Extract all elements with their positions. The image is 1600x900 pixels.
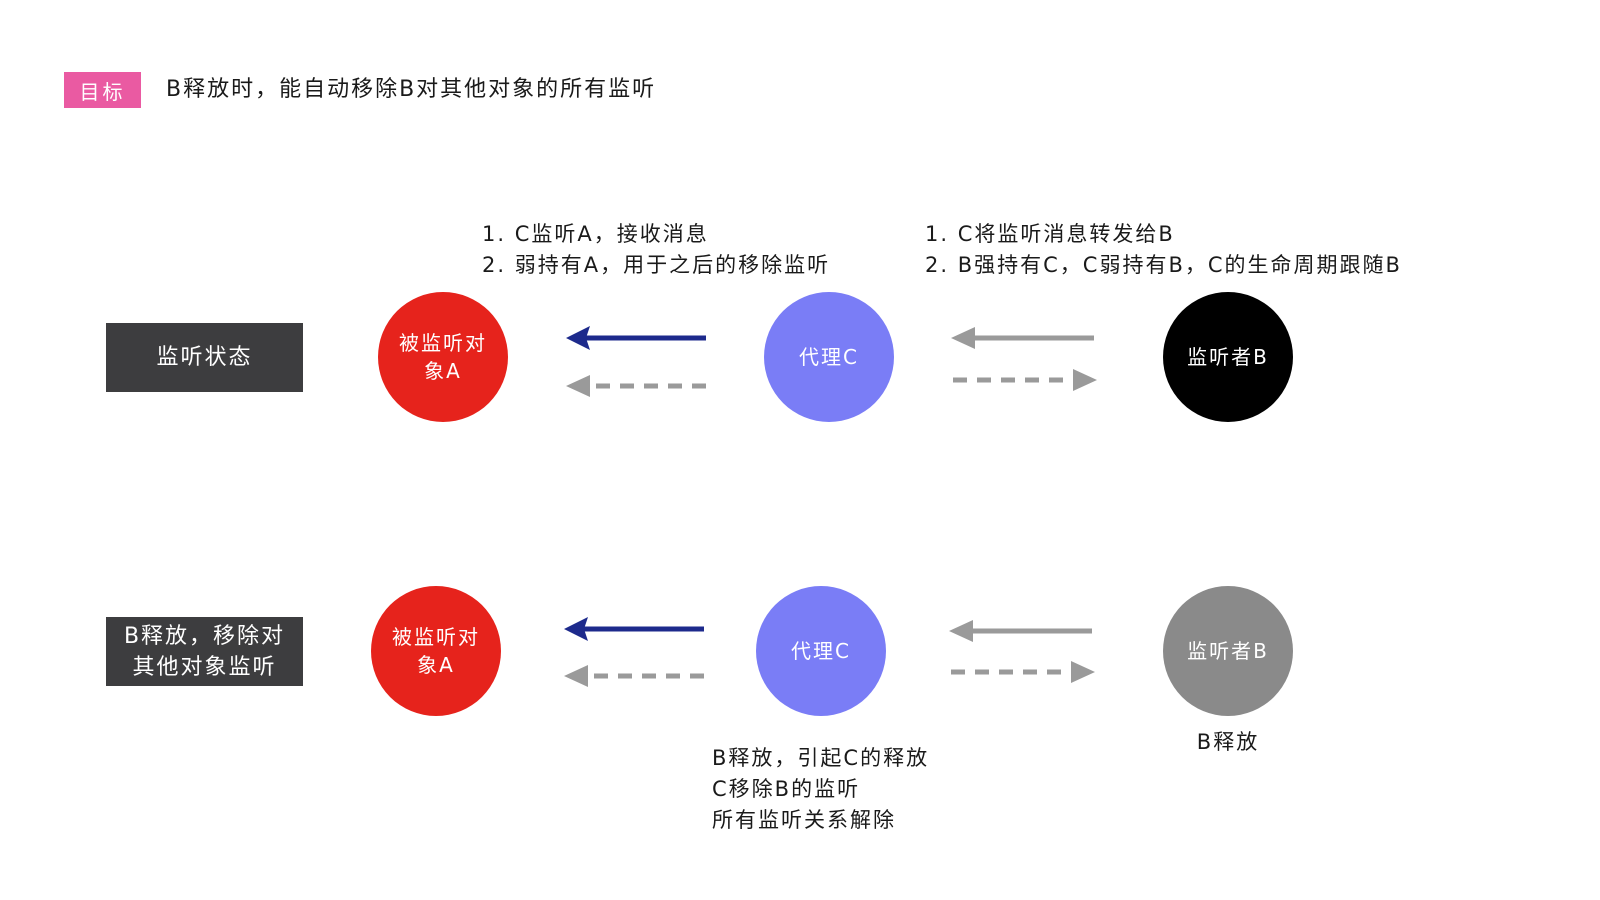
row2-arrow-c-weak-b — [951, 661, 1095, 683]
state-label-line: 监听状态 — [156, 345, 253, 370]
node-a-label: 被监听对象A — [399, 331, 487, 383]
row1-arrow-b-holds-c — [951, 327, 1094, 349]
row1-node-c: 代理C — [764, 292, 894, 422]
goal-text: B释放时，能自动移除B对其他对象的所有监听 — [166, 77, 657, 102]
goal-badge: 目标 — [64, 72, 141, 108]
node-a-label: 被监听对象A — [392, 625, 480, 677]
node-b-label: 监听者B — [1187, 345, 1269, 369]
note-line: 所有监听关系解除 — [712, 808, 896, 832]
note-proxy-to-a: 1. C监听A，接收消息 2. 弱持有A，用于之后的移除监听 — [482, 219, 830, 281]
note-b-to-proxy: 1. C将监听消息转发给B 2. B强持有C，C弱持有B，C的生命周期跟随B — [925, 219, 1402, 281]
row1-arrow-weak-ref-a — [566, 375, 706, 397]
row2-node-b-released: 监听者B — [1163, 586, 1293, 716]
note-release-effects: B释放，引起C的释放 C移除B的监听 所有监听关系解除 — [712, 743, 929, 836]
row2-node-a: 被监听对象A — [371, 586, 501, 716]
node-b-label: 监听者B — [1187, 639, 1269, 663]
note-line: 1. C将监听消息转发给B — [925, 222, 1175, 246]
note-line: 2. B强持有C，C弱持有B，C的生命周期跟随B — [925, 253, 1402, 277]
state-label-line: B释放，移除对 — [123, 623, 286, 649]
state-label-line: 其他对象监听 — [132, 654, 277, 680]
row2-arrow-b-holds-c — [949, 620, 1092, 642]
row2-arrow-c-listens-a — [564, 617, 704, 641]
node-c-label: 代理C — [791, 639, 851, 663]
note-line: C移除B的监听 — [712, 777, 861, 801]
row2-node-c: 代理C — [756, 586, 886, 716]
row1-node-a: 被监听对象A — [378, 292, 508, 422]
note-line: B释放，引起C的释放 — [712, 746, 930, 770]
b-released-label: B释放 — [1196, 730, 1260, 754]
row1-node-b: 监听者B — [1163, 292, 1293, 422]
row1-state-label: 监听状态 — [106, 323, 303, 392]
node-c-label: 代理C — [799, 345, 859, 369]
row2-arrow-weak-ref-a — [564, 665, 704, 687]
row1-arrow-c-listens-a — [566, 326, 706, 350]
row2-state-label: B释放，移除对 其他对象监听 — [106, 617, 303, 686]
note-line: 1. C监听A，接收消息 — [482, 222, 709, 246]
note-line: 2. 弱持有A，用于之后的移除监听 — [482, 253, 831, 277]
row1-arrow-c-weak-b — [953, 369, 1097, 391]
